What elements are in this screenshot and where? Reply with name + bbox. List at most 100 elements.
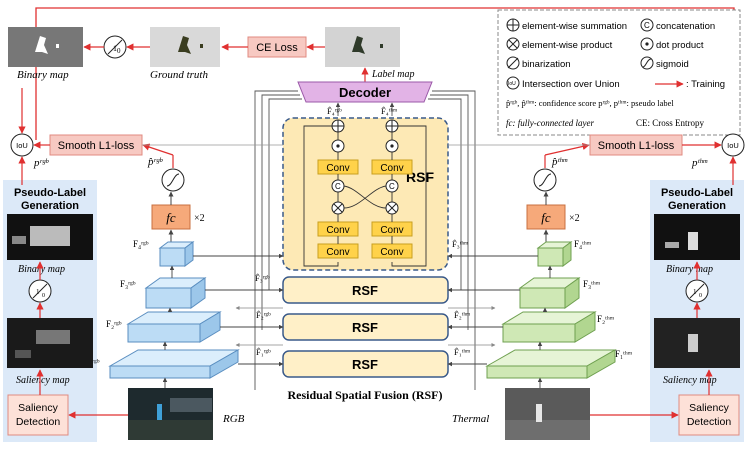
- legend-scores: p̂ʳᵍᵇ, p̂ᵗʰᵐ: confidence score pʳᵍᵇ, pᵗʰ…: [506, 98, 674, 108]
- feat-thm-2: F₂ᵗʰᵐ: [597, 314, 615, 324]
- fc-left-x2: ×2: [194, 213, 205, 224]
- feat-hat-rgb-3: F̂₃ʳᵍᵇ: [255, 272, 270, 283]
- feat-thm-4: F₄ᵗʰᵐ: [574, 239, 592, 249]
- feature-arrows: [162, 253, 553, 390]
- svg-text:0: 0: [42, 293, 45, 299]
- thermal-input-image: [505, 388, 590, 440]
- svg-text:0: 0: [117, 47, 121, 55]
- svg-text:fc: fc: [166, 210, 176, 225]
- legend-ce: CE: Cross Entropy: [636, 118, 705, 128]
- svg-text:1: 1: [36, 288, 40, 296]
- svg-text:IoU: IoU: [16, 141, 28, 150]
- thermal-label: Thermal: [452, 413, 489, 425]
- phat-thm-label: p̂ᵗʰᵐ: [551, 156, 567, 168]
- svg-text:0: 0: [699, 293, 702, 299]
- svg-text:Conv: Conv: [380, 225, 403, 236]
- svg-text:Detection: Detection: [687, 416, 732, 428]
- svg-text:IoU: IoU: [727, 141, 739, 150]
- iou-right: [721, 133, 745, 157]
- binary-map-left: [7, 214, 93, 260]
- plg-title-left-1: Pseudo-Label: [14, 187, 86, 199]
- svg-text:Conv: Conv: [326, 247, 349, 258]
- legend-sum: element-wise summation: [522, 21, 627, 32]
- svg-text:C: C: [335, 182, 341, 191]
- thm-block-4: [537, 247, 564, 267]
- feat-hat-thm-3: F̂₃ᵗʰᵐ: [452, 238, 468, 249]
- svg-text:1: 1: [693, 288, 697, 296]
- saliency-detection-left: [7, 394, 69, 436]
- legend-dot: dot product: [656, 40, 704, 51]
- rgb-input-image: [128, 388, 213, 440]
- legend: element-wise summation C concatenation e…: [497, 9, 741, 136]
- legend-binarization: binarization: [522, 59, 571, 70]
- legend-training: : Training: [686, 79, 725, 90]
- svg-text:Saliency: Saliency: [18, 402, 58, 414]
- thm-block-2: [502, 323, 576, 343]
- svg-text:IoU: IoU: [508, 81, 516, 87]
- rsf-detail-title: RSF: [406, 169, 434, 185]
- binary-map-right-label: Binary map: [666, 264, 713, 275]
- feat-rgb-4: F₄ʳᵍᵇ: [133, 239, 149, 249]
- thm-block-3: [519, 287, 566, 309]
- plg-title-right-1: Pseudo-Label: [661, 187, 733, 199]
- saliency-detection-right: [678, 394, 740, 436]
- legend-sigmoid: sigmoid: [656, 59, 689, 70]
- rgb-block-4: [159, 247, 186, 267]
- svg-text:Conv: Conv: [380, 163, 403, 174]
- feat-thm-3: F₃ᵗʰᵐ: [583, 279, 601, 289]
- phat-rgb-label: p̂ʳᵍᵇ: [147, 156, 163, 168]
- p-thm-label: pᵗʰᵐ: [691, 157, 707, 169]
- binary-map-top-label: Binary map: [17, 69, 69, 81]
- saliency-map-right: [654, 318, 740, 368]
- binarization-symbol: 1: [113, 44, 117, 53]
- ground-truth-image: [150, 27, 220, 67]
- feat-hat-rgb-2: F̂₂ʳᵍᵇ: [256, 309, 271, 320]
- skip-connections: [254, 90, 476, 390]
- svg-text:Detection: Detection: [16, 416, 61, 428]
- rgb-feature-blocks: [108, 241, 240, 379]
- plg-title-right-2: Generation: [668, 200, 726, 212]
- p-rgb-label: pʳᵍᵇ: [33, 157, 49, 169]
- label-map-image: [325, 27, 400, 67]
- rgb-label: RGB: [222, 413, 245, 425]
- thermal-feature-blocks: [485, 241, 617, 379]
- svg-text:C: C: [644, 21, 650, 30]
- legend-fc: fc: fully-connected layer: [506, 118, 594, 128]
- feat-hat-rgb-4: F̂₄ʳᵍᵇ: [327, 105, 342, 116]
- label-map-label: Label map: [371, 69, 415, 80]
- rgb-block-3: [145, 287, 192, 309]
- decoder-label: Decoder: [339, 85, 391, 100]
- thm-block-1: [486, 365, 588, 379]
- saliency-map-right-label: Saliency map: [663, 375, 717, 386]
- svg-text:RSF: RSF: [352, 283, 378, 298]
- svg-text:RSF: RSF: [352, 320, 378, 335]
- legend-iou: Intersection over Union: [522, 79, 620, 90]
- binary-map-right: [654, 214, 740, 260]
- legend-concat: concatenation: [656, 21, 715, 32]
- rsf-caption: Residual Spatial Fusion (RSF): [287, 388, 442, 402]
- feat-rgb-3: F₃ʳᵍᵇ: [120, 279, 136, 289]
- fc-left: [151, 204, 191, 230]
- feat-rgb-2: F₂ʳᵍᵇ: [106, 319, 122, 329]
- decoder-box: [297, 81, 433, 103]
- svg-text:Smooth L1-loss: Smooth L1-loss: [58, 140, 135, 152]
- binary-map-left-label: Binary map: [18, 264, 65, 275]
- feat-hat-thm-2: F̂₂ᵗʰᵐ: [454, 309, 470, 320]
- svg-text:Conv: Conv: [326, 225, 349, 236]
- rgb-block-2: [127, 323, 201, 343]
- svg-text:Smooth L1-loss: Smooth L1-loss: [598, 140, 675, 152]
- rsf-internals: Conv C Conv Conv Conv C Conv Conv: [303, 119, 427, 267]
- svg-text:RSF: RSF: [352, 357, 378, 372]
- ground-truth-label: Ground truth: [150, 69, 208, 81]
- svg-text:Conv: Conv: [380, 247, 403, 258]
- ce-loss-label: CE Loss: [256, 42, 298, 54]
- feat-hat-thm-1: F̂₁ᵗʰᵐ: [454, 346, 470, 357]
- legend-product: element-wise product: [522, 40, 613, 51]
- saliency-map-left-label: Saliency map: [16, 375, 70, 386]
- svg-text:C: C: [389, 182, 395, 191]
- rgb-block-1: [109, 365, 211, 379]
- feat-hat-rgb-1: F̂₁ʳᵍᵇ: [256, 346, 271, 357]
- svg-text:Conv: Conv: [326, 163, 349, 174]
